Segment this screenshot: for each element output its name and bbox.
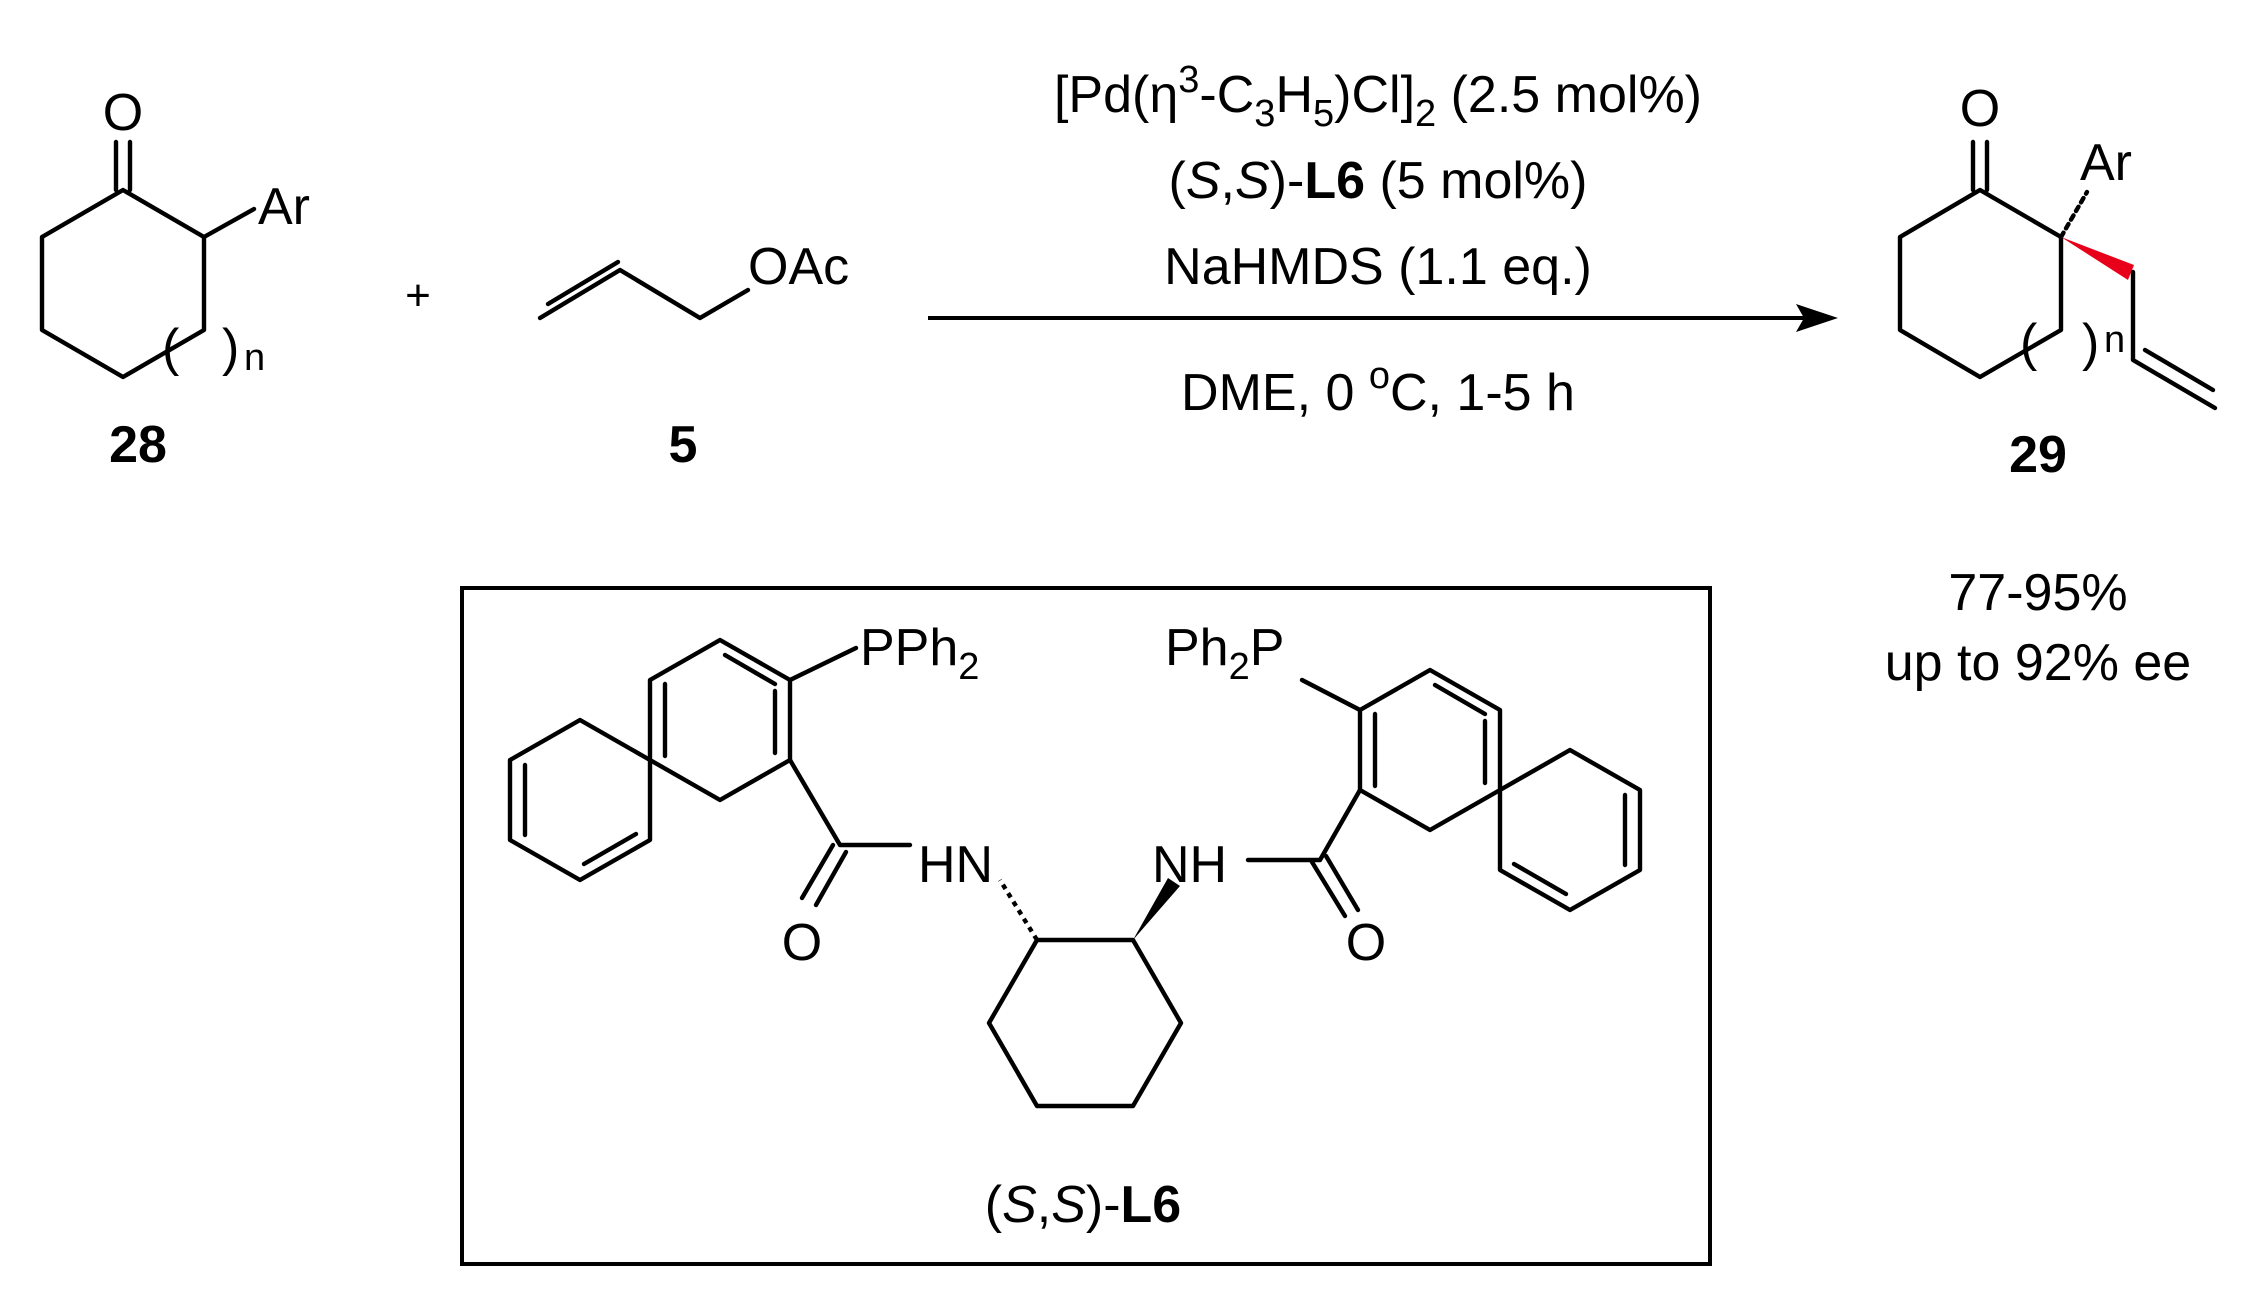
ee-text: up to 92% ee — [1885, 634, 2191, 692]
compound-29-number: 29 — [2009, 426, 2067, 484]
left-carbonyl-oxygen: O — [782, 914, 822, 972]
compound-28-structure: O Ar ( ) n — [39, 84, 310, 380]
acetate-group: OAc — [748, 238, 849, 296]
ligand-box — [460, 586, 1712, 1266]
compound-29-ring-paren-close: ) — [2082, 314, 2099, 372]
ligand-condition: (S,S)-L6 (5 mol%) — [1169, 152, 1588, 210]
plus-sign: + — [405, 271, 431, 320]
compound-28-oxygen: O — [103, 84, 143, 142]
right-carbonyl-oxygen: O — [1346, 914, 1386, 972]
compound-29-oxygen: O — [1960, 80, 2000, 138]
compound-29-ring-index: n — [2104, 319, 2125, 361]
allyl-acetate-structure: OAc — [537, 238, 849, 321]
wedge-bond-right — [1133, 878, 1180, 940]
catalyst-condition: [Pd(η3-C3H5)Cl]2 (2.5 mol%) — [1054, 59, 1702, 135]
base-condition: NaHMDS (1.1 eq.) — [1164, 238, 1592, 296]
compound-28-aryl: Ar — [258, 178, 310, 236]
ligand-l6-structure: PPh2 Ph2P HN NH O O — [507, 619, 1643, 1109]
compound-28-ring-index: n — [244, 337, 265, 379]
compound-28-ring-paren-open: ( — [162, 319, 180, 377]
compound-28-number: 28 — [109, 416, 167, 474]
yield-text: 77-95% — [1948, 564, 2127, 622]
compound-29-ring-paren-open: ( — [2020, 314, 2038, 372]
solvent-condition: DME, 0 oC, 1-5 h — [1181, 355, 1575, 422]
right-amide-nh: NH — [1152, 836, 1227, 894]
compound-29-aryl: Ar — [2080, 134, 2132, 192]
left-phosphine-label: PPh2 — [860, 619, 979, 688]
compound-29-structure: O Ar ( ) n — [1897, 80, 2218, 411]
reaction-arrow-head — [1796, 304, 1838, 332]
right-phosphine-label: Ph2P — [1165, 619, 1284, 688]
stereo-wedge — [2061, 237, 2134, 280]
left-amide-nh: HN — [918, 836, 993, 894]
compound-28-ring-paren-close: ) — [222, 319, 239, 377]
compound-5-number: 5 — [669, 416, 698, 474]
hashed-bond-left — [998, 878, 1039, 942]
ligand-caption: (S,S)-L6 — [985, 1176, 1181, 1234]
